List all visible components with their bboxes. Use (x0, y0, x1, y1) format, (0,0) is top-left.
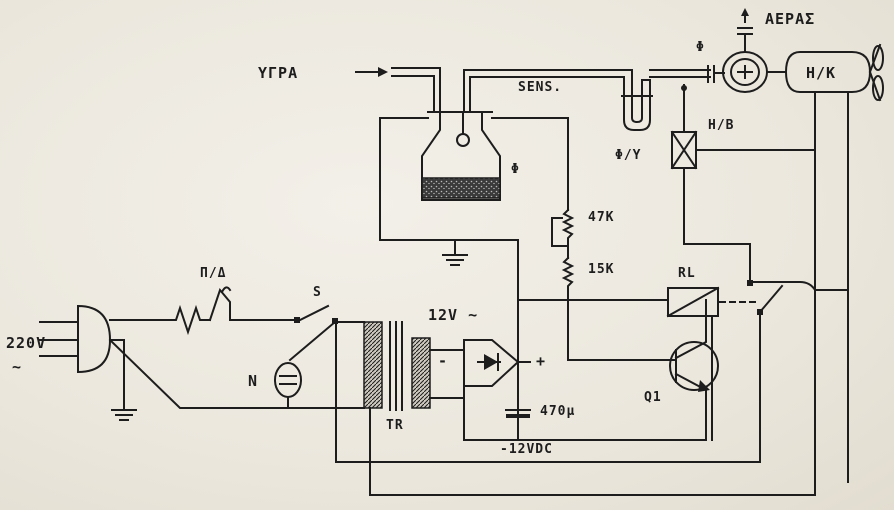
label-12vdc: -12VDC (500, 442, 553, 457)
label-hb: Η/Β (708, 118, 735, 133)
label-phi-container: Φ (511, 162, 520, 177)
mains-plug (39, 304, 337, 421)
label-minus: - (438, 352, 449, 370)
label-lamp-n: N (248, 372, 259, 390)
label-ygra: ΥΓΡΑ (258, 64, 299, 82)
label-q1: Q1 (644, 390, 662, 405)
vessel (379, 111, 569, 211)
resistors (517, 208, 677, 361)
label-ac-symbol: ~ (12, 358, 23, 376)
label-15k: 15K (588, 262, 615, 277)
switch-s (229, 304, 341, 362)
sensor-block (670, 84, 816, 283)
left-loop (379, 117, 519, 441)
filter-top (707, 65, 725, 83)
label-phi-y: Φ/Υ (615, 148, 642, 163)
label-phi-top: Φ (696, 40, 705, 55)
air-tube (355, 67, 711, 131)
label-hk: Η/Κ (806, 64, 837, 82)
label-cap-470u: 470μ (540, 404, 576, 419)
label-sens: SENS. (518, 80, 563, 95)
label-220v: 220V (6, 334, 47, 352)
label-switch-s: S (313, 285, 322, 300)
relay (666, 280, 849, 463)
transformer (335, 321, 816, 496)
lamp-n (274, 362, 337, 409)
rectifier (463, 339, 531, 441)
heater-hk (784, 43, 884, 483)
fan-air (722, 8, 787, 93)
label-aeras: ΑΕΡΑΣ (765, 10, 816, 28)
thermal-fuse (109, 286, 232, 336)
label-plus: + (536, 352, 547, 370)
label-12v: 12V ~ (428, 306, 479, 324)
label-rl: RL (678, 266, 696, 281)
label-tr: TR (386, 418, 404, 433)
label-pd: Π/Δ (200, 266, 227, 281)
transistor-q1 (517, 299, 719, 441)
label-47k: 47K (588, 210, 615, 225)
